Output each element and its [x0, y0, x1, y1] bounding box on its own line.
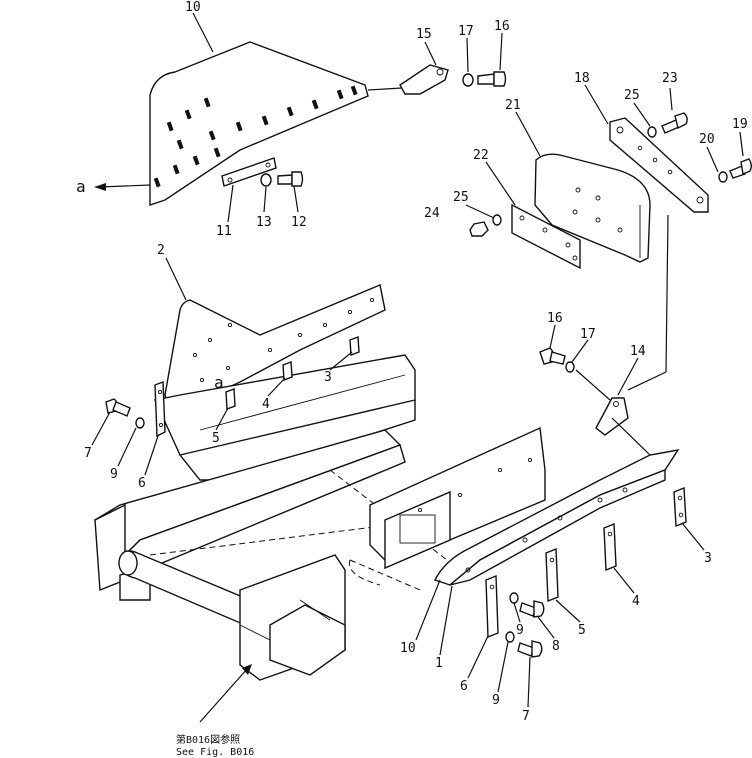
- callout-3-right: 3: [704, 551, 712, 566]
- callout-11: 11: [216, 224, 232, 239]
- callout-25-lower: 25: [453, 190, 469, 205]
- reference-note-jp: 第B016図参照: [176, 733, 240, 746]
- callout-10-upper: 10: [185, 0, 201, 15]
- callout-4-right: 4: [632, 594, 640, 609]
- bolt-8: [519, 600, 545, 618]
- clamp-plate-6-left: [154, 381, 166, 438]
- washer-17-lower: [565, 361, 575, 373]
- washer-17-upper: [462, 73, 474, 87]
- clamp-plate-3-right: [673, 486, 687, 528]
- callout-3-left: 3: [324, 370, 332, 385]
- side-rail-1: [434, 449, 680, 586]
- bracket-11: [221, 157, 277, 187]
- bracket-15: [399, 64, 449, 95]
- callout-8: 8: [552, 639, 560, 654]
- bolt-7-lower: [517, 640, 543, 658]
- callout-labels: 10 15 17 16 18 23 25 19 20 21 22 25 24 1…: [76, 0, 748, 758]
- callout-12: 12: [291, 215, 307, 230]
- main-frame: [93, 354, 546, 681]
- callout-18: 18: [574, 71, 590, 86]
- callout-14: 14: [630, 344, 646, 359]
- callout-22: 22: [473, 148, 489, 163]
- upper-cover-plate: [149, 41, 403, 206]
- callout-10-lower: 10: [400, 641, 416, 656]
- callout-9-upper: 9: [110, 467, 118, 482]
- callout-16-upper: 16: [494, 19, 510, 34]
- bolt-16-upper: [477, 71, 507, 87]
- callout-5-right: 5: [578, 623, 586, 638]
- bracket-14: [595, 397, 651, 456]
- callout-15: 15: [416, 27, 432, 42]
- washer-25-lower: [492, 214, 502, 226]
- reference-note-en: See Fig. B016: [176, 747, 254, 758]
- callout-21: 21: [505, 98, 521, 113]
- view-marker-a-upper: a: [76, 177, 86, 196]
- callout-4-left: 4: [262, 397, 270, 412]
- callout-1: 1: [435, 656, 443, 671]
- leader-lines: [91, 12, 744, 723]
- callout-25-upper: 25: [624, 88, 640, 103]
- plate-18: [609, 117, 709, 213]
- bolt-19: [729, 158, 752, 179]
- clamp-plate-4-left: [282, 361, 293, 381]
- callout-5-left: 5: [212, 431, 220, 446]
- washer-13: [260, 173, 272, 187]
- callout-20: 20: [699, 132, 715, 147]
- view-arrow-a-upper: [94, 183, 151, 191]
- plate-22: [511, 203, 581, 270]
- callout-6-left: 6: [138, 476, 146, 491]
- washer-20: [718, 171, 728, 183]
- bolt-23: [661, 112, 688, 134]
- clamp-plate-6-right: [485, 574, 499, 639]
- callout-17-upper: 17: [458, 24, 474, 39]
- callout-23: 23: [662, 71, 678, 86]
- callout-7-upper: 7: [84, 446, 92, 461]
- clamp-plate-5-left: [225, 388, 236, 410]
- clamp-plate-3-left: [349, 336, 360, 356]
- washer-9-lower-lower: [505, 631, 515, 643]
- washer-25-upper: [647, 126, 657, 138]
- callout-13: 13: [256, 215, 272, 230]
- callout-16-lower: 16: [547, 311, 563, 326]
- cover-21: [534, 153, 651, 263]
- callout-24: 24: [424, 206, 440, 221]
- clamp-plate-5-right: [545, 547, 559, 603]
- callout-7-lower: 7: [522, 709, 530, 724]
- bolt-12: [277, 171, 304, 187]
- bolt-16-lower: [539, 347, 566, 365]
- washer-9-lower-upper: [509, 592, 519, 604]
- nut-24: [469, 221, 489, 237]
- callout-9-lower-upper: 9: [516, 623, 524, 638]
- callout-9-lower-lower: 9: [492, 693, 500, 708]
- view-marker-a-middle: a: [214, 373, 224, 392]
- callout-17-lower: 17: [580, 327, 596, 342]
- callout-2: 2: [157, 243, 165, 258]
- clamp-plate-4-right: [603, 522, 617, 572]
- callout-19: 19: [732, 117, 748, 132]
- washer-9-upper: [135, 417, 145, 429]
- callout-6-right: 6: [460, 679, 468, 694]
- bolt-7-upper: [105, 398, 131, 417]
